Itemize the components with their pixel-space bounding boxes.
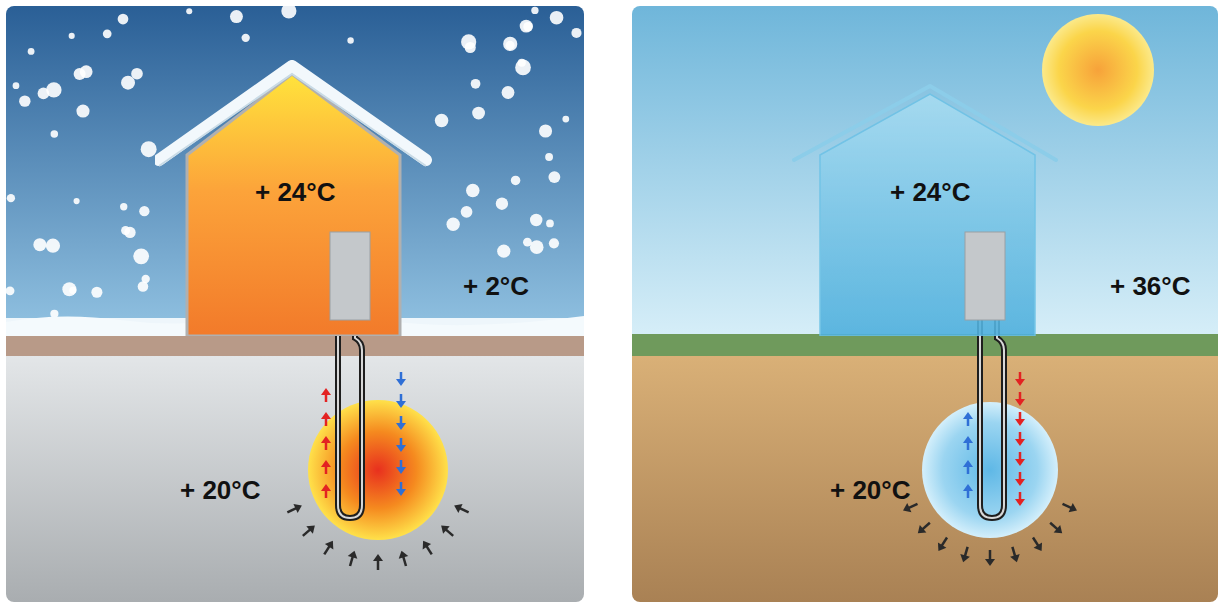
temperature-label: + 36°C [1110,272,1191,301]
temperature-label: + 24°C [890,178,971,207]
summer-panel [632,6,1218,602]
house: + 24°C [790,80,1060,336]
temperature-label: + 20°C [180,476,261,505]
winter-panel [6,6,584,602]
temperature-label: + 2°C [463,272,529,301]
house: + 24°C [155,60,435,336]
temperature-label: + 24°C [255,178,336,207]
house-shape [790,80,1060,336]
temperature-label: + 20°C [830,476,911,505]
